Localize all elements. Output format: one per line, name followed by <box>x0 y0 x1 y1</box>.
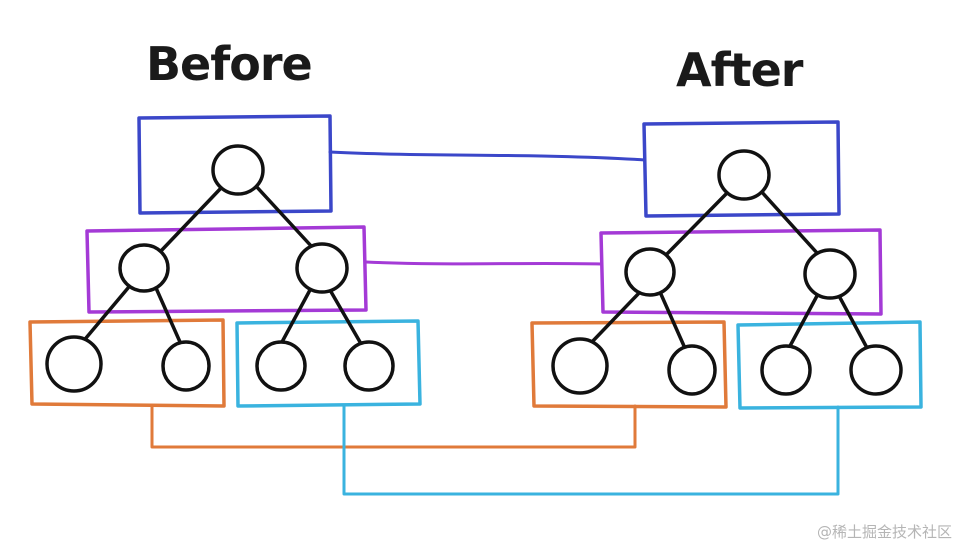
after-leaf-node-4 <box>849 344 903 396</box>
before-leaf-node-1 <box>45 335 103 393</box>
after-leaf-node-1 <box>551 337 609 395</box>
link-root-level <box>328 150 647 162</box>
after-edge-left-leaf1 <box>588 290 642 346</box>
after-edge-right-leaf2 <box>836 292 868 348</box>
before-edge-root-right <box>253 183 315 250</box>
before-leaf-right-box <box>235 319 422 408</box>
after-edge-right-leaf1 <box>788 292 820 348</box>
before-edge-root-left <box>158 185 224 254</box>
before-tree <box>28 114 422 408</box>
after-title: After <box>676 43 804 97</box>
link-leaf-right <box>342 403 840 496</box>
before-leaf-node-4 <box>343 340 395 392</box>
before-edge-left-leaf1 <box>84 286 130 340</box>
after-leaf-left-box <box>530 320 728 409</box>
before-root-box <box>137 114 333 215</box>
before-edge-right-leaf1 <box>280 288 312 344</box>
before-title: Before <box>146 37 312 91</box>
before-leaf-node-2 <box>161 340 211 392</box>
after-mid-node-left <box>624 247 676 297</box>
after-leaf-node-2 <box>667 344 717 396</box>
before-mid-node-right <box>295 242 349 294</box>
watermark-text: @稀土掘金技术社区 <box>816 523 952 541</box>
before-leaf-node-3 <box>255 340 307 392</box>
after-edge-left-leaf2 <box>658 290 686 348</box>
after-edge-root-left <box>662 190 730 259</box>
link-mid-level <box>364 260 604 266</box>
after-root-box <box>642 120 841 218</box>
after-tree <box>530 120 923 410</box>
after-mid-box <box>599 228 883 316</box>
before-edge-left-leaf2 <box>154 286 182 344</box>
before-edge-right-leaf2 <box>328 288 362 344</box>
before-mid-box <box>85 225 368 314</box>
link-leaf-left <box>150 403 637 449</box>
after-root-node <box>717 149 771 201</box>
after-leaf-node-3 <box>760 344 812 396</box>
after-leaf-right-box <box>736 320 923 410</box>
after-mid-node-right <box>803 248 857 300</box>
before-leaf-left-box <box>28 318 226 408</box>
after-edge-root-right <box>758 188 820 256</box>
before-root-node <box>211 144 265 196</box>
before-mid-node-left <box>118 243 170 293</box>
